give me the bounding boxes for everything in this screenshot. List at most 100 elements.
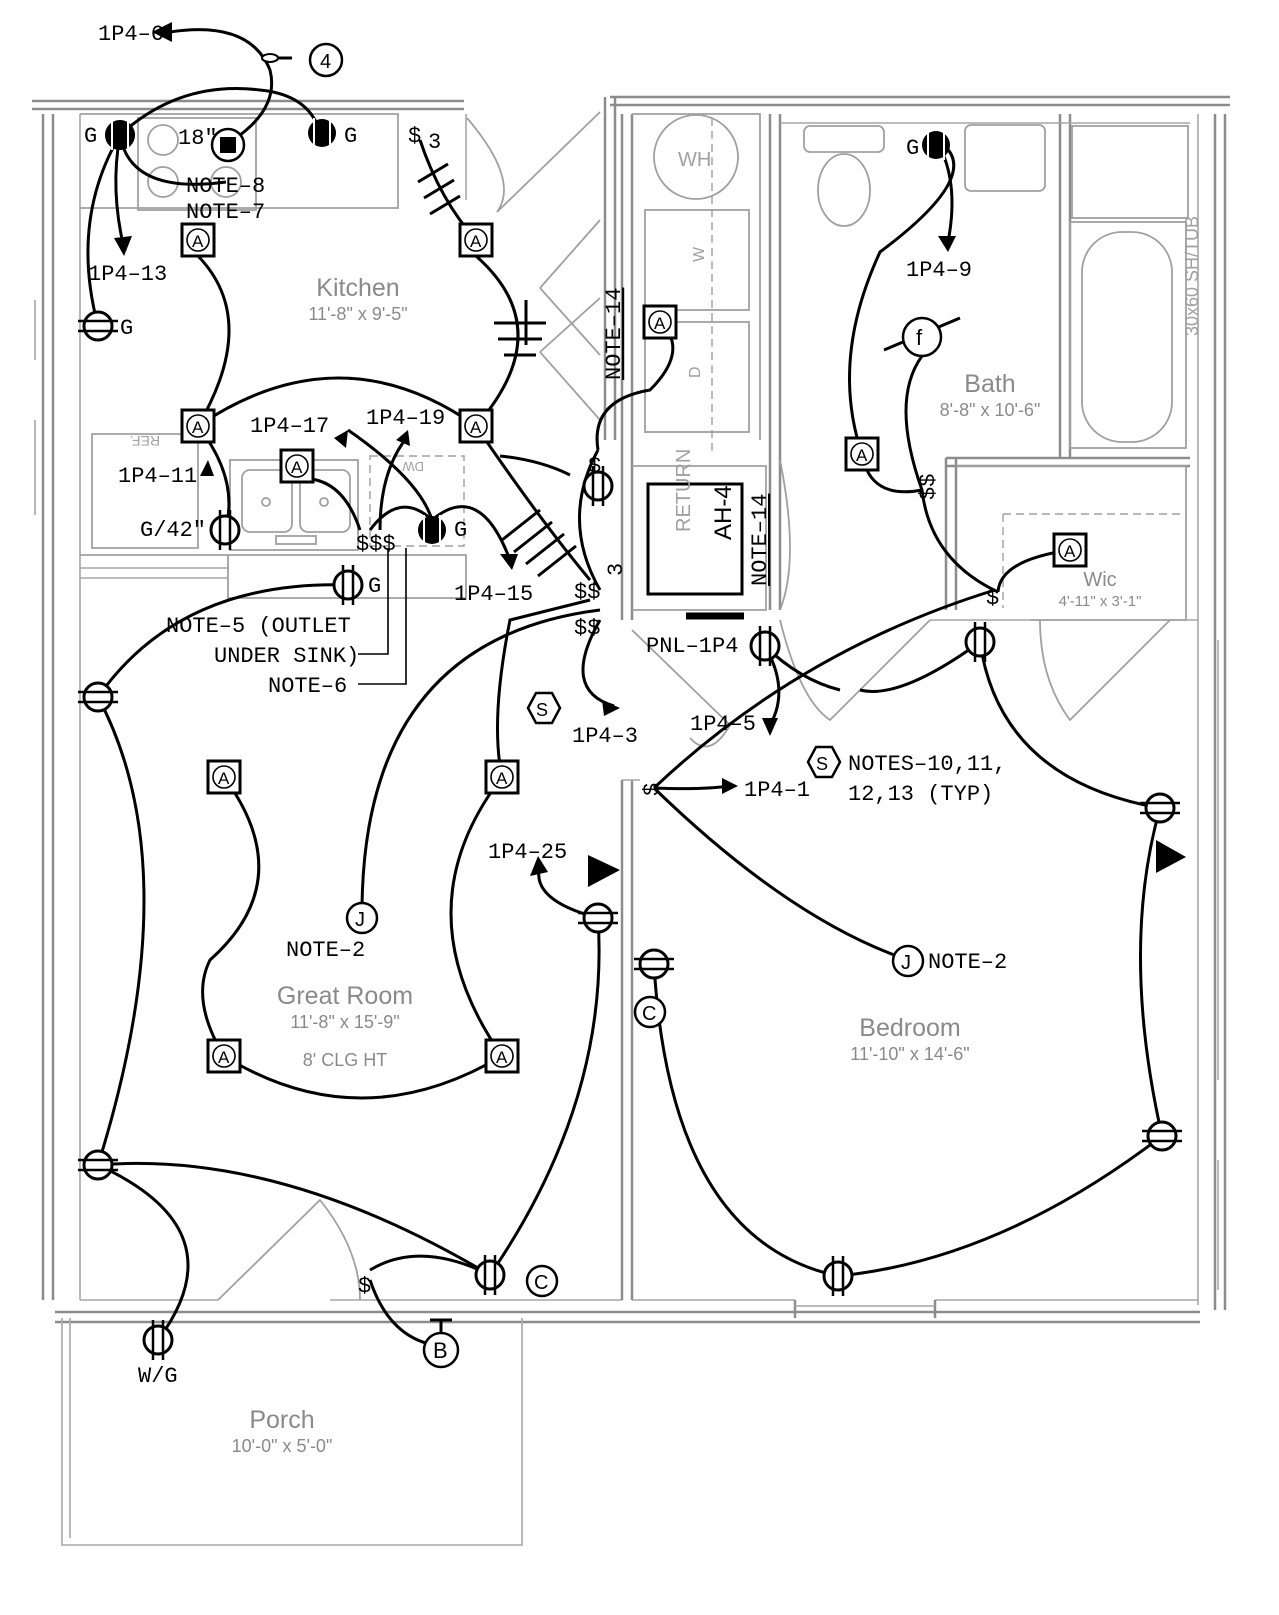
bath-switch-bank: $$ xyxy=(916,474,941,500)
dw-label: DW xyxy=(402,459,424,474)
label-note-7: NOTE–7 xyxy=(186,200,265,225)
label-1p4-3: 1P4–3 xyxy=(572,724,638,749)
a-light-fixture: A xyxy=(484,1038,520,1074)
a-light-fixture-text: A xyxy=(192,232,204,251)
duplex-receptacle xyxy=(78,310,118,342)
a-light-fixture: A xyxy=(206,1038,242,1074)
label-note-5-line2: UNDER SINK) xyxy=(214,644,359,669)
great-room-name: Great Room xyxy=(277,982,413,1010)
label-1p4-15: 1P4–15 xyxy=(454,582,533,607)
kitchen-3way-switch: $ xyxy=(408,124,421,149)
label-g-1: G xyxy=(84,124,97,149)
fixtures xyxy=(137,114,1189,620)
a-light-fixture-text: A xyxy=(218,1048,230,1067)
junction-box-great-room-text: J xyxy=(355,909,365,931)
label-wg: W/G xyxy=(138,1364,178,1389)
label-note-5-line1: NOTE–5 (OUTLET xyxy=(166,614,351,639)
kitchen-dims: 11'-8" x 9'-5" xyxy=(308,304,407,324)
kitchen-3way-sub: 3 xyxy=(428,130,441,155)
dryer-label: D xyxy=(687,366,704,378)
equipment-labels: WH W D REF. DW AH-4 RETURN 30x60 SH/TUB xyxy=(130,149,1202,540)
wic-dims: 4'-11" x 3'-1" xyxy=(1059,593,1142,610)
wh-label: WH xyxy=(678,149,711,171)
a-light-fixture: A xyxy=(1052,532,1088,568)
a-light-fixture-text: A xyxy=(218,769,230,788)
porch-name: Porch xyxy=(249,1406,314,1434)
kitchen-name: Kitchen xyxy=(316,274,399,302)
c-symbol-entry xyxy=(525,1264,559,1298)
exhaust-fan-symbol xyxy=(901,316,943,358)
gfci-receptacle-3 xyxy=(418,516,446,544)
arrowheads xyxy=(114,22,1186,887)
a-light-fixture: A xyxy=(642,304,678,340)
duplex-receptacle xyxy=(332,565,364,605)
wic-switch: $ xyxy=(986,586,999,611)
b-fixture-porch-text: B xyxy=(433,1338,448,1363)
gfci-receptacle-4 xyxy=(922,131,950,159)
bedroom-dims: 11'-10" x 14'-6" xyxy=(850,1044,969,1064)
bath-name: Bath xyxy=(964,370,1015,398)
return-label: RETURN xyxy=(673,449,695,532)
wic-name: Wic xyxy=(1083,569,1116,591)
a-light-fixture: A xyxy=(180,222,216,258)
duplex-receptacle xyxy=(1142,1120,1182,1152)
label-note-6: NOTE–6 xyxy=(268,674,347,699)
duplex-receptacle xyxy=(582,466,614,506)
label-1p4-19: 1P4–19 xyxy=(366,406,445,431)
label-g-3: G xyxy=(120,316,133,341)
label-g-6: G xyxy=(906,136,919,161)
duplex-receptacle xyxy=(209,510,241,550)
devices: 4 xyxy=(105,42,950,545)
switches-and-symbols: $ 3 $$$ $ $$ 3 $$ $$ $ $ $ f J J C C B S… xyxy=(345,124,999,1369)
duplex-receptacle xyxy=(749,626,781,666)
a-light-fixture-text: A xyxy=(496,769,508,788)
sink-switch-bank: $$$ xyxy=(356,532,396,557)
ah-label: AH-4 xyxy=(710,485,737,540)
junction-box-bedroom-text: J xyxy=(901,952,911,974)
a-light-fixture-text: A xyxy=(192,418,204,437)
a-light-fixture-text: A xyxy=(470,232,482,251)
bedroom-name: Bedroom xyxy=(859,1014,960,1042)
duplex-receptacle xyxy=(578,902,618,934)
gfci-receptacle-1 xyxy=(105,120,135,150)
utility-switch: $ xyxy=(588,454,601,479)
label-note-8: NOTE–8 xyxy=(186,174,265,199)
label-g-4: G xyxy=(454,518,467,543)
a-light-fixture: A xyxy=(206,759,242,795)
label-1p4-9: 1P4–9 xyxy=(906,258,972,283)
smoke-detector-bedroom-text: S xyxy=(816,754,828,774)
ah-3way-sub: 3 xyxy=(604,563,629,576)
duplex-receptacle xyxy=(822,1256,854,1296)
junction-box-great-room xyxy=(345,901,379,935)
bath-dims: 8'-8" x 10'-6" xyxy=(940,400,1041,420)
wiring xyxy=(86,28,1164,1348)
smoke-detector-great-room xyxy=(526,691,562,725)
label-panel: PNL–1P4 xyxy=(646,634,738,659)
a-light-fixture: A xyxy=(279,448,315,484)
a-light-fixture: A xyxy=(458,408,494,444)
label-g-42: G/42" xyxy=(140,518,206,543)
label-1p4-13: 1P4–13 xyxy=(88,262,167,287)
ah-switch-bank-2: $$ xyxy=(574,616,600,641)
a-light-fixture-text: A xyxy=(291,458,303,477)
smoke-detector-bedroom xyxy=(806,745,842,779)
c-symbol-bedroom xyxy=(633,995,667,1029)
entry-switch: $ xyxy=(358,1274,371,1299)
a-light-fixture: A xyxy=(180,408,216,444)
keynote-4-text: 4 xyxy=(320,51,331,73)
junction-box-bedroom xyxy=(891,944,925,978)
a-light-fixture-text: A xyxy=(1064,542,1076,561)
porch-dims: 10'-0" x 5'-0" xyxy=(232,1436,333,1456)
receptacles xyxy=(78,310,1182,1360)
c-symbol-entry-text: C xyxy=(534,1272,548,1294)
duplex-receptacle xyxy=(78,681,118,713)
label-1p4-6: 1P4–6 xyxy=(98,22,164,47)
exhaust-fan-text: f xyxy=(916,325,923,350)
a-light-fixture-text: A xyxy=(470,418,482,437)
duplex-receptacle xyxy=(1140,792,1180,824)
walls xyxy=(32,95,1230,1546)
great-room-ceiling: 8' CLG HT xyxy=(303,1050,387,1070)
label-g-2: G xyxy=(344,124,357,149)
